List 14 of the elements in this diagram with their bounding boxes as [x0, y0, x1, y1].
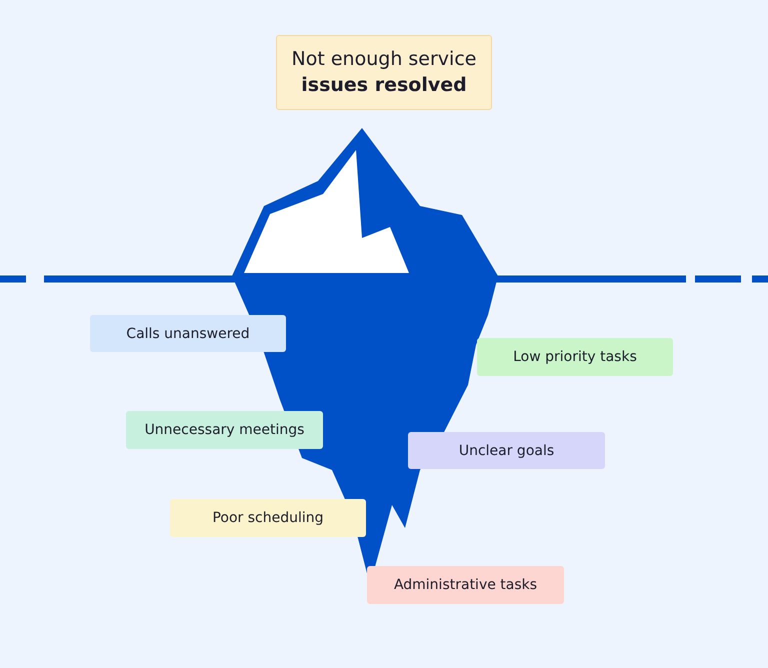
- headline-text: Not enough service issues resolved: [290, 46, 478, 98]
- cause-text: Administrative tasks: [394, 577, 538, 593]
- cause-text: Calls unanswered: [126, 326, 250, 342]
- cause-text: Unclear goals: [458, 442, 554, 458]
- cause-text: Unnecessary meetings: [144, 422, 304, 438]
- headline-box: [276, 35, 492, 110]
- cause-text: Low priority tasks: [513, 349, 637, 365]
- cause-label-box: [408, 432, 605, 469]
- cause-label-box: [367, 566, 564, 604]
- cause-label-box: [477, 338, 673, 376]
- cause-text: Poor scheduling: [212, 510, 324, 526]
- cause-label-box: [90, 315, 286, 352]
- cause-label-box: [170, 499, 366, 537]
- cause-label-box: [126, 411, 323, 449]
